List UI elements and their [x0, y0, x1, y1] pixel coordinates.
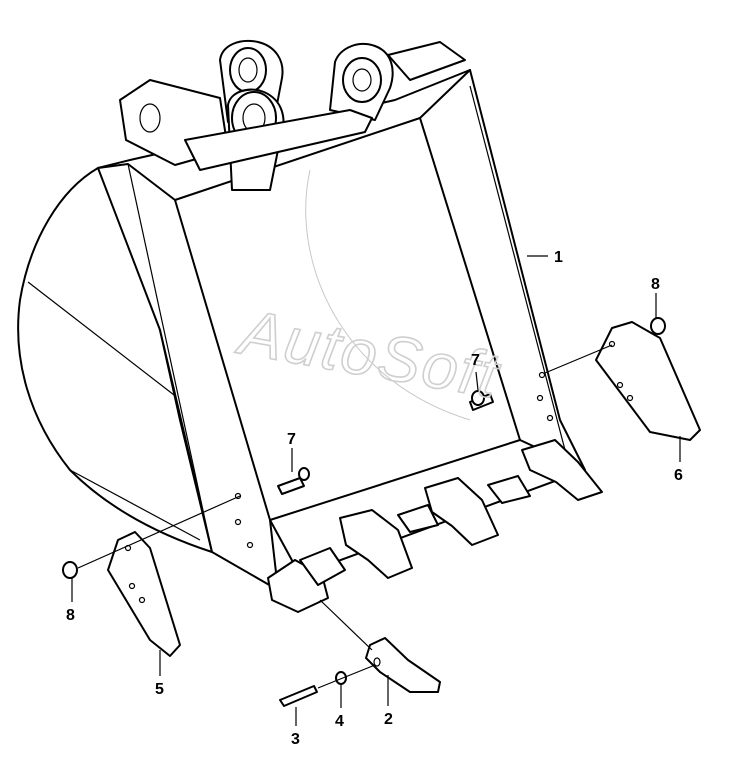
callout-8-right: 8 — [651, 276, 660, 293]
side-cutter-left — [107, 531, 181, 657]
callout-5: 5 — [155, 681, 164, 698]
bucket-left-side — [97, 163, 279, 591]
teeth-row — [267, 439, 603, 613]
pin-retainer — [335, 671, 347, 685]
callout-8-left: 8 — [66, 607, 75, 624]
callout-7-left: 7 — [287, 431, 296, 448]
callout-6: 6 — [674, 467, 683, 484]
callout-3: 3 — [291, 731, 300, 748]
nut-right — [650, 317, 666, 335]
side-cutter-right — [595, 321, 701, 441]
callout-4: 4 — [335, 713, 344, 730]
bucket-shell — [17, 167, 213, 553]
callout-1: 1 — [554, 249, 563, 266]
callout-2: 2 — [384, 711, 393, 728]
assembly-lines — [71, 255, 681, 726]
mounting-brackets — [119, 40, 466, 191]
callout-7-right: 7 — [471, 352, 480, 369]
tooth-pin — [279, 685, 318, 707]
nut-left — [62, 561, 78, 579]
loose-tooth — [365, 637, 441, 693]
watermark: AutoSoft — [231, 295, 505, 412]
bolt-left — [277, 477, 305, 495]
bucket-right-side — [419, 69, 586, 471]
